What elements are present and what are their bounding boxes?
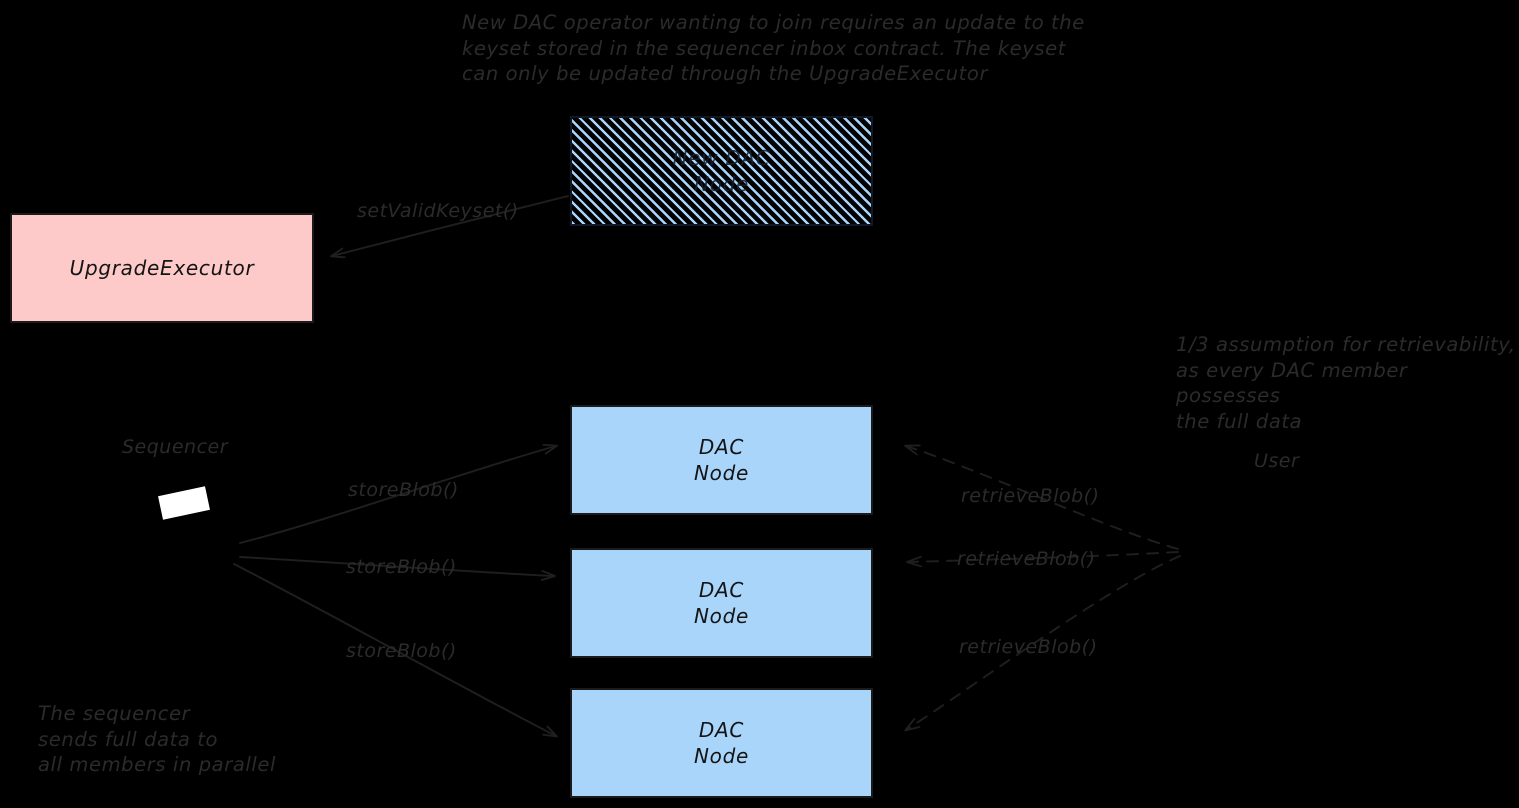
annotation-retrievability-note: 1/3 assumption for retrievability, as ev… [1176, 333, 1516, 433]
edge-label-retrieve-blob-3: retrieveBlob() [959, 636, 1098, 658]
node-dac-node-2-label: DAC Node [694, 578, 749, 628]
node-dac-node-1[interactable]: DAC Node [570, 405, 873, 515]
node-user-label: User [1254, 450, 1300, 472]
node-sequencer-label: Sequencer [122, 436, 229, 458]
node-dac-node-2[interactable]: DAC Node [570, 548, 873, 658]
node-new-dac-node-label: New DAC Node [672, 146, 771, 196]
edge-label-store-blob-2: storeBlob() [346, 556, 457, 578]
edge-label-retrieve-blob-2: retrieveBlob() [957, 548, 1096, 570]
node-dac-node-1-label: DAC Node [694, 435, 749, 485]
edge-label-store-blob-3: storeBlob() [346, 640, 457, 662]
node-upgrade-executor[interactable]: UpgradeExecutor [10, 213, 314, 323]
connector-set-valid-keyset [332, 195, 569, 256]
edge-label-store-blob-1: storeBlob() [348, 479, 459, 501]
node-dac-node-3-label: DAC Node [694, 718, 749, 768]
connector-retrieve-blob-1 [906, 446, 1179, 550]
annotation-sequencer-note: The sequencer sends full data to all mem… [38, 702, 277, 776]
connector-retrieve-blob-2 [908, 551, 1179, 562]
node-new-dac-node[interactable]: New DAC Node [570, 116, 873, 226]
node-dac-node-3[interactable]: DAC Node [570, 688, 873, 798]
node-upgrade-executor-label: UpgradeExecutor [69, 256, 255, 280]
edge-label-retrieve-blob-1: retrieveBlob() [961, 485, 1100, 507]
connector-store-blob-2 [239, 556, 554, 576]
connector-store-blob-1 [239, 446, 556, 544]
connector-store-blob-3 [233, 563, 556, 736]
connector-retrieve-blob-3 [906, 555, 1181, 730]
edge-label-set-valid-keyset: setValidKeyset() [357, 200, 519, 222]
annotation-keyset-note: New DAC operator wanting to join require… [462, 11, 1085, 85]
